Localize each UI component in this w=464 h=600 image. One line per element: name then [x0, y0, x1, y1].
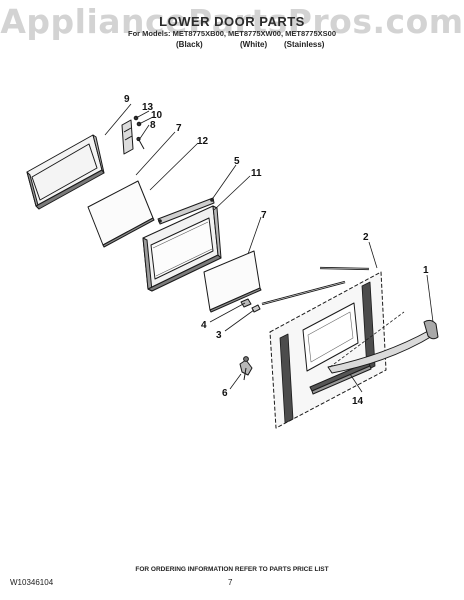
- callout-10: 10: [151, 110, 163, 121]
- leader-lines: [104, 103, 434, 393]
- part-support-rail: [157, 197, 215, 225]
- finish-black: (Black): [176, 40, 203, 49]
- part-hinge-rod: [319, 266, 370, 271]
- page-title: LOWER DOOR PARTS: [159, 14, 305, 29]
- callout-14: 14: [352, 396, 364, 407]
- document-number: W10346104: [10, 578, 54, 587]
- callout-1: 1: [423, 265, 429, 276]
- callout-5: 5: [234, 156, 240, 167]
- part-hinge-bracket: [121, 115, 145, 155]
- callout-8: 8: [150, 120, 156, 131]
- callout-2: 2: [363, 232, 369, 243]
- callout-11: 11: [251, 168, 262, 179]
- finish-stainless: (Stainless): [284, 40, 325, 49]
- page-number: 7: [228, 578, 233, 587]
- part-door-frame: [26, 134, 105, 210]
- callout-6: 6: [222, 388, 228, 399]
- callout-12: 12: [197, 136, 209, 147]
- watermark: AppliancePartsPros.com: [0, 2, 464, 41]
- part-inner-glass-lower: [203, 250, 262, 313]
- finish-white: (White): [240, 40, 268, 49]
- callout-7-lower: 7: [261, 210, 267, 221]
- model-list: For Models: MET8775XB00, MET8775XW00, ME…: [128, 29, 336, 38]
- part-door-handle: [327, 319, 439, 374]
- part-outer-door-panel: [269, 271, 387, 429]
- part-hinge-latch: [239, 356, 253, 381]
- callout-4: 4: [201, 320, 207, 331]
- ordering-info-note: FOR ORDERING INFORMATION REFER TO PARTS …: [135, 566, 329, 573]
- callout-13: 13: [142, 102, 154, 113]
- part-inner-glass-upper: [87, 180, 155, 248]
- part-door-rod: [240, 280, 346, 313]
- part-inner-door-liner: [142, 205, 222, 292]
- callout-3: 3: [216, 330, 222, 341]
- callout-7-upper: 7: [176, 123, 182, 134]
- callout-9: 9: [124, 94, 130, 105]
